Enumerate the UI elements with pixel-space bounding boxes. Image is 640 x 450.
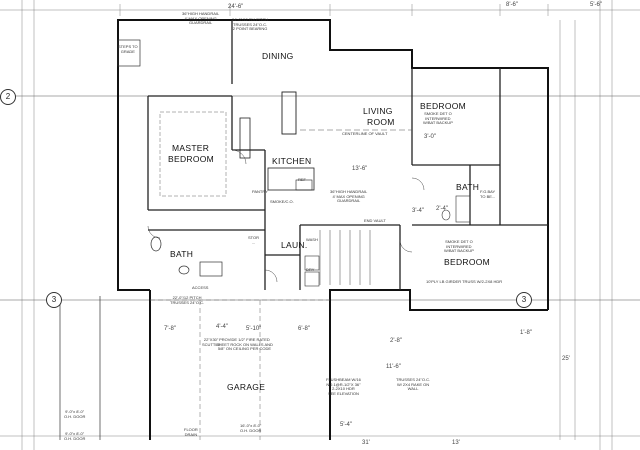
grid-marker-2: 2 — [0, 89, 16, 105]
dim-4-4: 4'-4" — [216, 324, 228, 330]
grid-marker-3-right: 3 — [516, 292, 532, 308]
room-master-2: BEDROOM — [168, 154, 215, 164]
note-ref: REF — [298, 177, 306, 182]
dim-13: 13' — [452, 440, 460, 446]
room-bedroom-se: BEDROOM — [444, 257, 491, 267]
dim-2-4: 2'-4" — [436, 206, 448, 212]
dim-3-0: 3'-0" — [424, 134, 436, 140]
note-pantry: PANTRY — [252, 189, 268, 194]
note-left-door-2: 9'-0"x 8'-0" O.H. DOOR — [64, 431, 86, 441]
dim-5-10: 5'-10" — [246, 326, 262, 332]
note-floor-drain: FLOOR DRAIN — [184, 427, 198, 437]
dim-6-8: 6'-8" — [298, 326, 310, 332]
note-smoke-ne: SMOKE DET O INTERWIRED W/BAT BACKUP — [423, 111, 453, 126]
dim-top-3: 5'-6" — [590, 2, 602, 8]
room-living-2: ROOM — [367, 117, 395, 127]
note-smoke-co: SMOKE/C.O. — [270, 199, 294, 204]
note-vault-centerline: CENTERLINE OF VAULT — [342, 131, 388, 136]
note-storage: STOR ... — [248, 235, 260, 245]
dim-top-2: 8'-6" — [506, 2, 518, 8]
dim-top-1: 24'-6" — [228, 4, 244, 10]
dim-1-8: 1'-8" — [520, 330, 532, 336]
room-master: MASTER — [172, 143, 210, 153]
note-scuttle: 22"X30" SCUTTLE — [202, 337, 221, 347]
room-bedroom-ne: BEDROOM — [420, 101, 467, 111]
note-flushbeam: FLUSHBEAM W/16 NO.1@R-1/2"X 36" 2-2X10 H… — [326, 377, 361, 396]
dim-3-4: 3'-4" — [412, 208, 424, 214]
dim-25: 25' — [562, 356, 570, 362]
note-access: ACCESS — [192, 285, 209, 290]
note-handrail-mid: 36"HIGH HANDRAIL 4' MAX OPENING GUARDRAI… — [330, 189, 368, 204]
dim-2-8: 2'-8" — [390, 338, 402, 344]
note-garage-firewall: PROVIDE 1/2" FIRE RATED SHEET ROCK ON WA… — [216, 337, 273, 352]
note-fire-door: F.G.BAY TO BE... — [480, 189, 496, 199]
room-laundry: LAUN. — [281, 240, 308, 250]
room-living: LIVING — [363, 106, 393, 116]
note-handrail-top: 36"HIGH HANDRAIL 4' MAX OPENING GUARDRAI… — [182, 11, 220, 26]
note-dry: DRY — [306, 267, 315, 272]
note-trusses-dining: 24'-0"/12 FIX PITCH TRUSSES 24"O.C. 2 PO… — [232, 17, 269, 32]
grid-marker-3-left: 3 — [46, 292, 62, 308]
note-truss-girder-se: 10'PLY LB GIRDER TRUSS W/2-2X8 HDR — [426, 279, 503, 284]
room-bath-e: BATH — [456, 182, 480, 192]
dim-5-4: 5'-4" — [340, 422, 352, 428]
note-end-vault: END VAULT — [364, 218, 386, 223]
dim-13-6: 13'-6" — [352, 166, 368, 172]
dim-11-6: 11'-6" — [386, 364, 401, 370]
note-wash: WASH — [306, 237, 318, 242]
note-truss-girder: TRUSSES 24"O.C. W/ 2X4 RAKE ON WALL — [396, 377, 431, 392]
note-garage-door: 16'-0"x 8'-0" O.H. DOOR — [240, 423, 262, 433]
note-smoke-se: SMOKE DET O INTERWIRED W/BAT BACKUP — [444, 239, 474, 254]
note-garage-trusses: 22'-0"/12 PITCH TRUSSES 24"O.C. — [170, 295, 205, 305]
dim-31: 31' — [362, 440, 370, 446]
room-kitchen: KITCHEN — [272, 156, 312, 166]
room-bath-w: BATH — [170, 249, 194, 259]
note-steps-to-grade: STEPS TO GRADE — [118, 44, 138, 54]
dim-7-8: 7'-8" — [164, 326, 176, 332]
room-dining: DINING — [262, 51, 294, 61]
room-garage: GARAGE — [227, 382, 266, 392]
note-left-door: 9'-0"x 8'-0" O.H. DOOR — [64, 409, 86, 419]
